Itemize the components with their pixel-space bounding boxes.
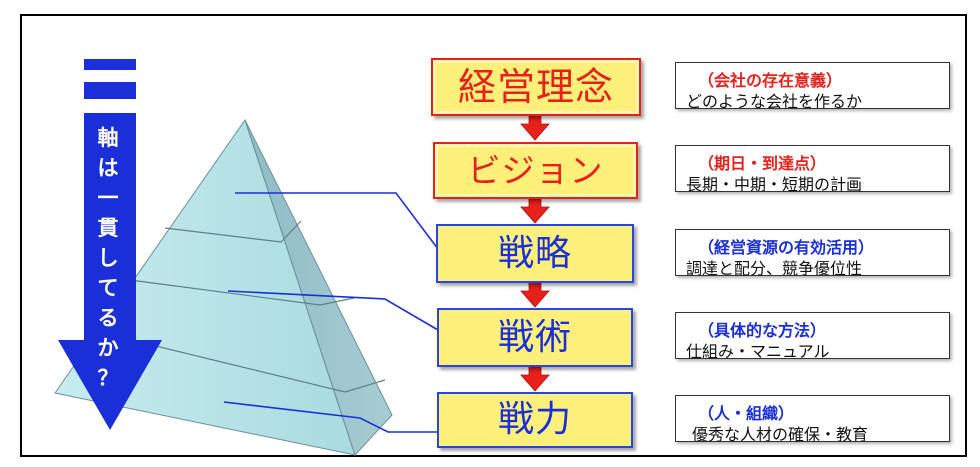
arrow-char: 貫 [97,216,119,240]
arrow-char: ？ [97,366,119,390]
step-arrow-1 [520,115,550,141]
box-title: 戦略 [497,232,572,274]
pyramid-layer-line-2 [129,279,355,306]
desc-subtitle: （会社の存在意義） [698,71,843,90]
arrow-bar-1 [84,59,136,70]
step-arrow-4 [520,366,550,392]
arrow-char: 軸 [97,126,119,150]
step-arrow-2 [520,198,550,224]
desc-senjutsu: （具体的な方法） 仕組み・マニュアル [675,312,950,361]
box-senryaku: 戦略 [436,224,634,283]
step-arrow-3 [520,282,550,308]
desc-subtitle: （期日・到達点） [698,154,827,173]
arrow-body [58,113,162,430]
desc-subtitle: （具体的な方法） [698,321,827,340]
box-title: 戦力 [497,399,572,440]
arrow-vertical-text: 軸 は 一 貫 し て る か ？ [88,123,128,393]
box-vision: ビジョン [433,142,638,199]
desc-senryoku: （人・組織） 優秀な人材の確保・教育 [675,395,950,444]
arrow-char: は [97,156,119,180]
desc-subtitle: （人・組織） [698,404,795,423]
arrow-bar-2 [84,82,136,99]
box-keiei-rinen: 経営理念 [431,58,641,116]
arrow-char: し [97,246,119,270]
connector-senryaku [235,192,439,250]
pyramid-side-face [244,119,393,456]
step-arrows [520,115,550,392]
desc-subtitle: （経営資源の有効活用） [698,238,875,257]
box-title: 経営理念 [457,65,614,109]
connectors [223,192,439,433]
down-arrow [58,59,162,430]
desc-text: 仕組み・マニュアル [686,342,830,361]
desc-keiei-rinen: （会社の存在意義） どのような会社を作るか [675,62,950,111]
desc-text: 調達と配分、競争優位性 [686,259,863,278]
connector-senjutsu [227,290,439,331]
desc-text: 優秀な人材の確保・教育 [692,425,869,444]
box-senryoku: 戦力 [437,392,633,448]
arrow-char: て [97,276,119,300]
desc-senryaku: （経営資源の有効活用） 調達と配分、競争優位性 [675,229,950,278]
pyramid-layer-line-1 [164,220,302,243]
desc-text: どのような会社を作るか [686,92,863,111]
box-title: 戦術 [497,316,572,358]
box-senjutsu: 戦術 [437,308,633,367]
pyramid-layer-line-3 [89,329,386,393]
desc-vision: （期日・到達点） 長期・中期・短期の計画 [675,145,950,194]
box-title: ビジョン [467,151,604,190]
arrow-char: 一 [97,186,119,210]
arrow-char: か [97,336,119,360]
desc-text: 長期・中期・短期の計画 [686,175,863,194]
connector-senryoku [223,401,438,433]
arrow-char: る [97,306,119,330]
